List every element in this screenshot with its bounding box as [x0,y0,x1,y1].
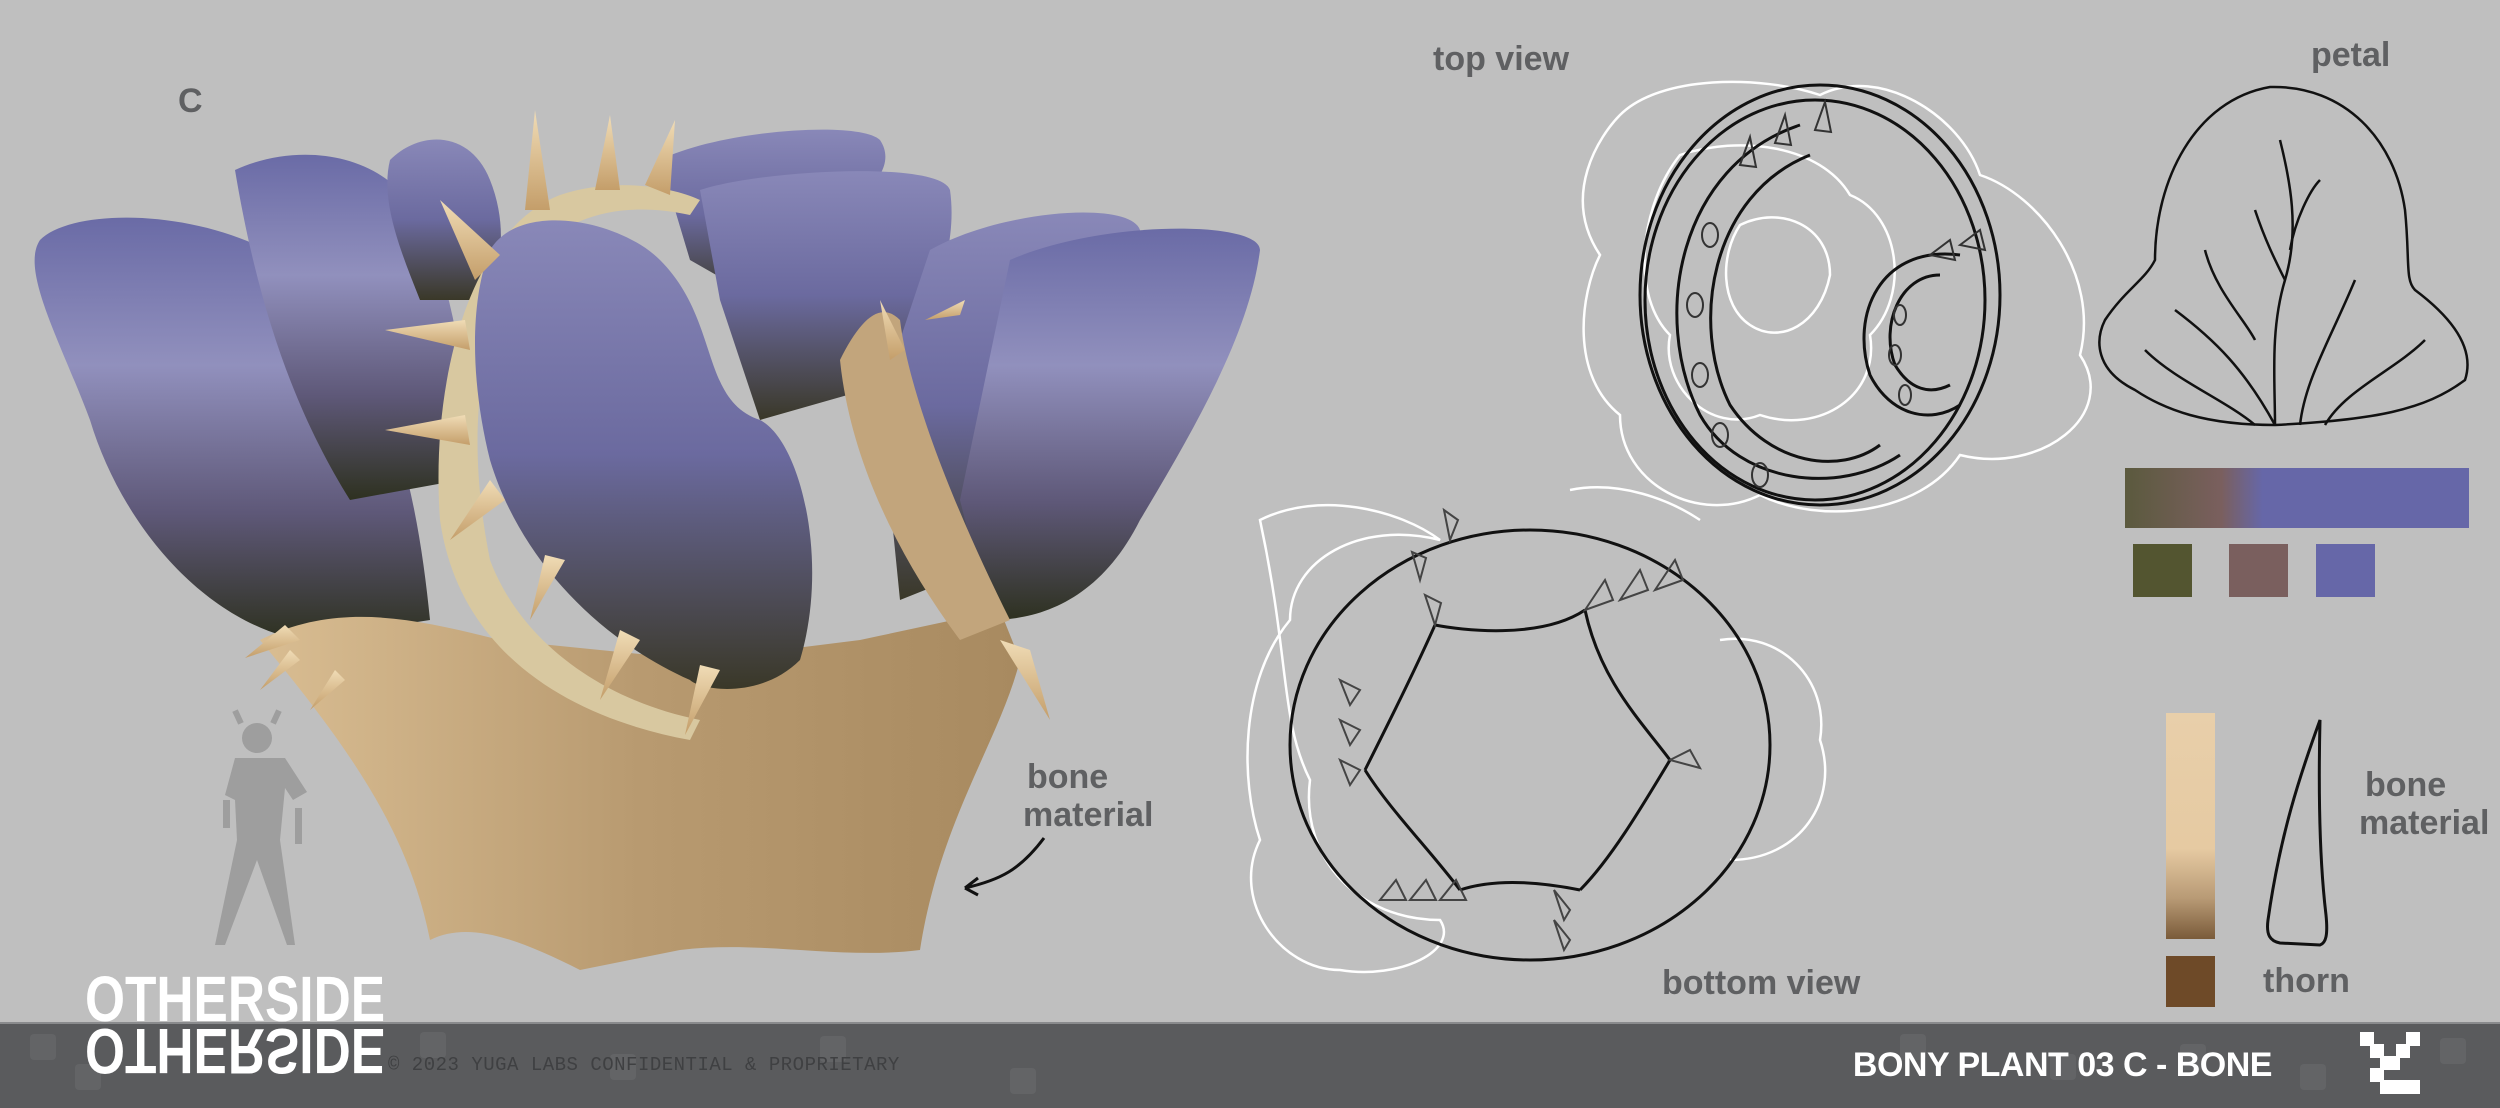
top-view-sketch [1581,80,2092,513]
petal-swatch-violet [2316,544,2375,597]
footer-tile-pattern [0,1024,2500,1108]
thorn-sketch [2266,719,2329,947]
human-scale-figure-icon [215,709,307,945]
callout-arrow [964,837,1046,897]
bone-material-swatch-label: bone material [2359,766,2490,842]
copyright-notice: © 2023 YUGA LABS CONFIDENTIAL & PROPRIET… [388,1054,900,1076]
variant-letter: C [178,82,203,120]
petal-shape [960,228,1260,621]
petal-color-gradient [2125,468,2469,528]
bone-material-callout-label: bone material [1023,758,1154,834]
bone-ring [438,185,700,741]
yuga-labs-logo-icon [2360,1032,2420,1094]
bottom-view-label: bottom view [1662,964,1861,1002]
top-view-label: top view [1433,40,1570,78]
bone-color-gradient [2166,713,2215,939]
svg-text:OTHERSIDE: OTHERSIDE [85,963,385,1035]
footer-bar: © 2023 YUGA LABS CONFIDENTIAL & PROPRIET… [0,1022,2500,1108]
bone-body [260,610,1020,970]
petal-swatch-mauve [2229,544,2288,597]
bony-plant-illustration [34,110,1260,970]
petal-swatch-olive [2133,544,2192,597]
petal-shape [475,220,813,689]
petal-sketch [2098,85,2469,427]
bone-arm [840,312,1010,640]
bottom-view-sketch [1246,486,1827,974]
svg-text:OTHERSIDE: OTHERSIDE [85,1015,385,1087]
thorn-label: thorn [2263,962,2350,1000]
thorn-color-swatch [2166,956,2215,1007]
petal-label: petal [2311,36,2391,74]
otherside-logo: OTHERSIDE OTHERSIDE [85,963,385,1087]
thorn-spikes [245,110,1050,735]
asset-title: BONY PLANT 03 C - BONE [1852,1046,2273,1084]
